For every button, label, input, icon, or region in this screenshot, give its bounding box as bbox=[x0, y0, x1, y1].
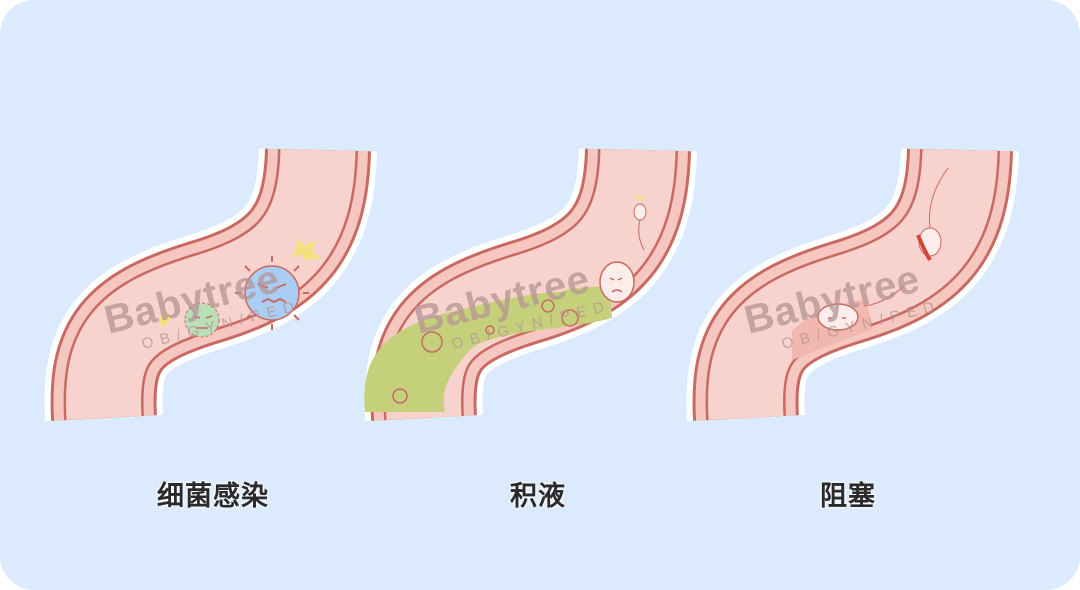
spark-icon bbox=[158, 310, 172, 328]
sperm-icon bbox=[863, 167, 949, 307]
label-blockage: 阻塞 bbox=[820, 481, 876, 512]
tube-fluid bbox=[364, 150, 646, 418]
bubbles bbox=[392, 299, 579, 404]
blue-bacteria-icon bbox=[235, 256, 309, 330]
label-bacterial-infection: 细菌感染 bbox=[157, 481, 269, 512]
tube-infection bbox=[104, 150, 322, 418]
label-fluid-accumulation: 积液 bbox=[510, 481, 566, 512]
egg-face-icon bbox=[599, 261, 635, 303]
spark-icon bbox=[292, 238, 322, 260]
egg-icon bbox=[817, 303, 859, 331]
green-bacteria-icon bbox=[184, 302, 220, 338]
fluid bbox=[364, 285, 612, 412]
tube-blockage bbox=[746, 150, 960, 418]
sperm-icon bbox=[633, 196, 647, 251]
